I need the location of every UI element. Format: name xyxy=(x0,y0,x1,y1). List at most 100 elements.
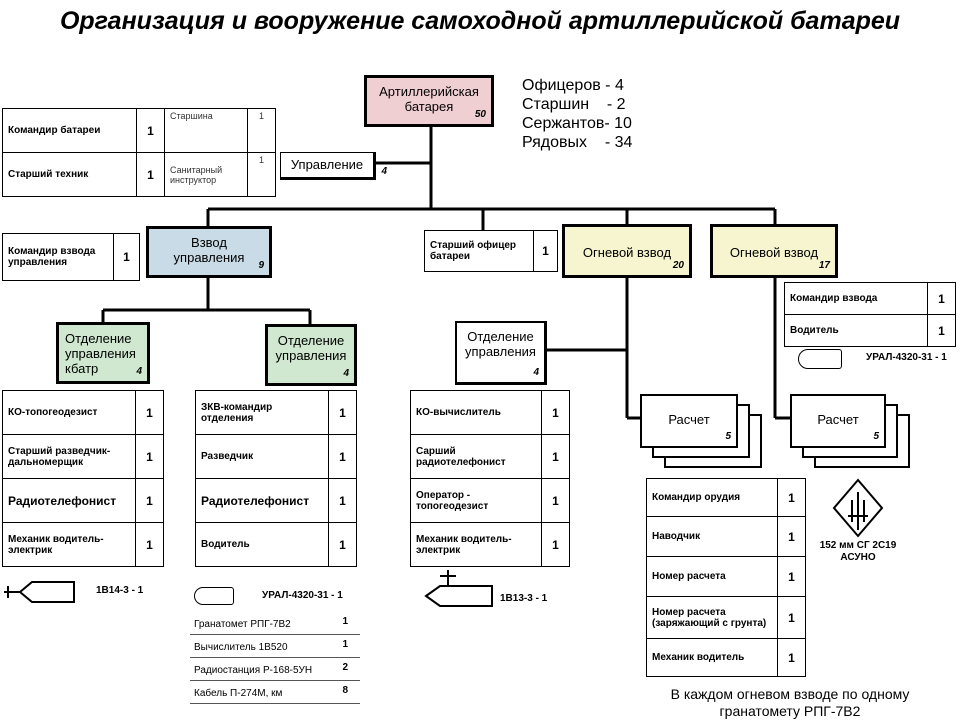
command-vehicle-icon xyxy=(424,570,493,607)
role-cell: Номер расчета xyxy=(646,556,778,597)
equipment-name: Радиостанция Р-168-5УН xyxy=(194,665,313,676)
section-fire-control-count: 4 xyxy=(533,367,539,378)
count-cell: 1 xyxy=(541,478,570,523)
footnote: В каждом огневом взводе по одному гранат… xyxy=(670,686,910,719)
battery-count: 50 xyxy=(474,109,486,120)
count-cell: 1 xyxy=(927,282,956,315)
stat-sergeant-majors: Старшин - 2 xyxy=(522,96,626,113)
calc-2-box: Расчет 5 xyxy=(790,394,886,448)
equipment-qty: 1 xyxy=(342,616,348,627)
fire-platoon-1-box: Огневой взвод 20 xyxy=(562,224,692,278)
count-cell: 1 xyxy=(328,434,357,479)
role-cell: Старший техник xyxy=(2,152,137,197)
fire-platoon-1-label: Огневой взвод xyxy=(582,245,672,260)
section-kbatr-label: Отделение управления кбатр xyxy=(65,331,136,376)
role-cell: Санитарный инструктор xyxy=(164,152,248,197)
battery-box: Артиллерийская батарея 50 xyxy=(364,75,494,127)
count-cell: 1 xyxy=(136,152,165,197)
section-kbatr-count: 4 xyxy=(136,366,142,377)
control-platoon-count: 9 xyxy=(258,260,264,271)
role-cell: Сарший радиотелефонист xyxy=(410,434,542,479)
fire-platoon-2-count: 17 xyxy=(818,260,830,271)
role-cell: Командир орудия xyxy=(646,478,778,517)
role-cell: Механик водитель-электрик xyxy=(410,522,542,567)
count-cell: 1 xyxy=(247,108,276,153)
calc-2-count: 5 xyxy=(873,431,879,442)
equipment-qty: 2 xyxy=(342,662,348,673)
control-platoon-label: Взвод управления xyxy=(173,235,245,265)
control-unit-count: 4 xyxy=(381,166,387,177)
role-cell: Радиотелефонист xyxy=(195,478,329,523)
platoon-control-cmd-table: Командир взвода управления 1 xyxy=(2,233,140,281)
count-cell: 1 xyxy=(135,390,164,435)
personnel-stats: Офицеров - 4 Старшин - 2 Сержантов- 10 Р… xyxy=(522,76,632,152)
truck-icon xyxy=(798,349,842,369)
role-cell: Старший офицер батареи xyxy=(424,230,534,272)
count-cell: 1 xyxy=(136,108,165,153)
stat-privates: Рядовых - 34 xyxy=(522,134,633,151)
count-cell: 1 xyxy=(927,314,956,347)
role-cell: Наводчик xyxy=(646,516,778,557)
calc-1-box: Расчет 5 xyxy=(640,394,738,448)
count-cell: 1 xyxy=(777,478,806,517)
role-cell: Старшина xyxy=(164,108,248,153)
vehicle-ural-top-label: УРАЛ-4320-31 - 1 xyxy=(866,352,947,363)
self-propelled-gun-label: 152 мм СГ 2С19 АСУНО xyxy=(819,540,897,563)
vehicle-ural-mid-label: УРАЛ-4320-31 - 1 xyxy=(262,590,343,601)
list-item: Радиостанция Р-168-5УН 2 xyxy=(190,658,360,681)
section-fire-control-label: Отделение управления xyxy=(465,329,536,359)
truck-icon xyxy=(194,587,234,605)
role-cell: Старший разведчик-дальномерщик xyxy=(2,434,136,479)
section-control-2-count: 4 xyxy=(343,368,349,379)
list-item: Вычислитель 1В520 1 xyxy=(190,635,360,658)
count-cell: 1 xyxy=(135,478,164,523)
role-cell: Командир взвода xyxy=(784,282,928,315)
equipment-name: Вычислитель 1В520 xyxy=(194,642,288,653)
role-cell: Командир батареи xyxy=(2,108,137,153)
page-title: Организация и вооружение самоходной арти… xyxy=(59,7,901,35)
role-cell: Механик водитель xyxy=(646,638,778,677)
equipment-qty: 1 xyxy=(342,639,348,650)
count-cell: 1 xyxy=(541,390,570,435)
fire-platoon-2-box: Огневой взвод 17 xyxy=(710,224,838,278)
senior-officer-table: Старший офицер батареи 1 xyxy=(424,230,558,272)
count-cell: 1 xyxy=(328,478,357,523)
role-cell: Номер расчета (заряжающий с грунта) xyxy=(646,596,778,639)
count-cell: 1 xyxy=(247,152,276,197)
fire-platoon-2-label: Огневой взвод xyxy=(729,245,819,260)
role-cell: Механик водитель-электрик xyxy=(2,522,136,567)
count-cell: 1 xyxy=(113,233,140,281)
control-platoon-box: Взвод управления 9 xyxy=(146,226,272,278)
section-fire-control-box: Отделение управления 4 xyxy=(455,321,547,385)
count-cell: 1 xyxy=(777,516,806,557)
stat-sergeants: Сержантов- 10 xyxy=(522,115,632,132)
vehicle-1v14-label: 1В14-3 - 1 xyxy=(96,585,144,596)
fire-platoon-cmd-table: Командир взвода 1 Водитель 1 xyxy=(784,282,956,347)
role-cell: Командир взвода управления xyxy=(2,233,114,281)
count-cell: 1 xyxy=(777,596,806,639)
role-cell: Водитель xyxy=(195,522,329,567)
role-cell: Водитель xyxy=(784,314,928,347)
count-cell: 1 xyxy=(135,434,164,479)
stat-officers: Офицеров - 4 xyxy=(522,77,624,94)
count-cell: 1 xyxy=(541,522,570,567)
calc-2-label: Расчет xyxy=(817,412,859,427)
role-cell: Радиотелефонист xyxy=(2,478,136,523)
section-kbatr-box: Отделение управления кбатр 4 xyxy=(56,322,150,384)
count-cell: 1 xyxy=(777,638,806,677)
vehicle-1v13-label: 1В13-3 - 1 xyxy=(500,593,548,604)
control-unit-label: Управление xyxy=(290,157,364,172)
section-control-2-box: Отделение управления 4 xyxy=(265,324,357,386)
count-cell: 1 xyxy=(328,522,357,567)
command-vehicle-icon xyxy=(4,581,75,603)
count-cell: 1 xyxy=(135,522,164,567)
fire-platoon-1-count: 20 xyxy=(672,260,684,271)
role-cell: КО-вычислитель xyxy=(410,390,542,435)
